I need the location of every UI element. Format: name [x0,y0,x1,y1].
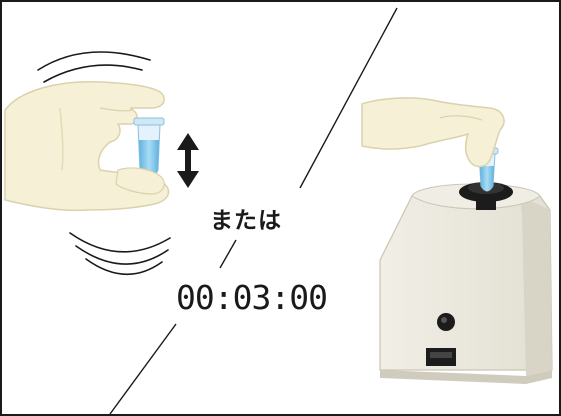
thumb-shape [115,167,165,195]
pressing-hand-icon [361,97,505,168]
up-down-arrow-icon [177,133,199,188]
vortex-mixer-icon [379,182,553,384]
or-label: または [210,208,282,234]
timer-display: 00:03:00 [176,278,328,317]
shake-motion-lines [37,51,171,276]
diagonal-divider [109,7,398,415]
